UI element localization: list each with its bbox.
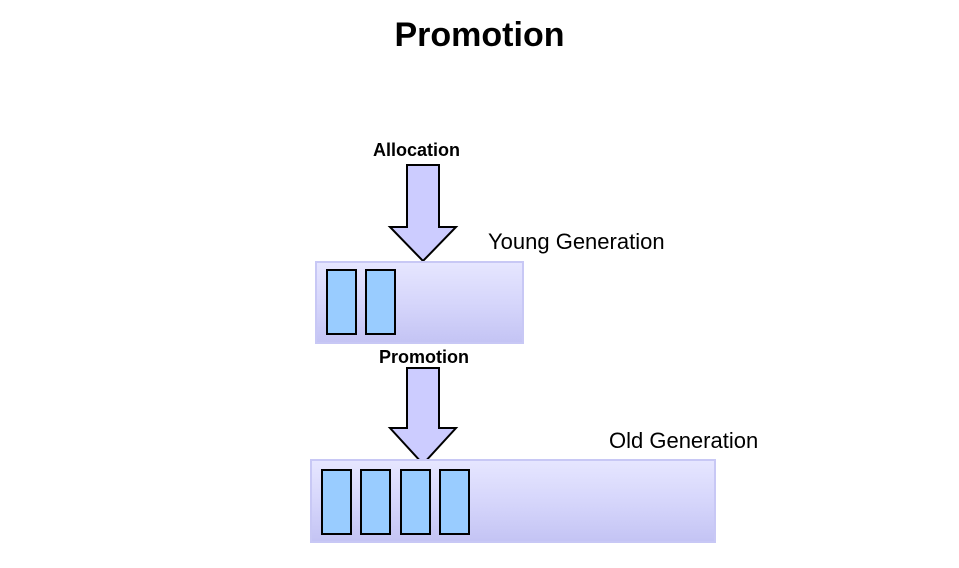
young-generation-region bbox=[315, 261, 524, 344]
old-generation-label: Old Generation bbox=[609, 428, 759, 453]
promotion-label: Promotion bbox=[379, 347, 469, 367]
old-object-slot bbox=[439, 469, 470, 535]
old-object-slot bbox=[360, 469, 391, 535]
allocation-label: Allocation bbox=[373, 140, 461, 160]
young-generation-label: Young Generation bbox=[488, 229, 665, 254]
young-object-slot bbox=[365, 269, 396, 335]
old-object-slot bbox=[321, 469, 352, 535]
old-object-slot bbox=[400, 469, 431, 535]
allocation-arrow-icon bbox=[387, 164, 459, 263]
promotion-arrow-icon bbox=[387, 367, 459, 466]
old-generation-region bbox=[310, 459, 716, 543]
young-object-slot bbox=[326, 269, 357, 335]
diagram-title: Promotion bbox=[394, 16, 565, 54]
